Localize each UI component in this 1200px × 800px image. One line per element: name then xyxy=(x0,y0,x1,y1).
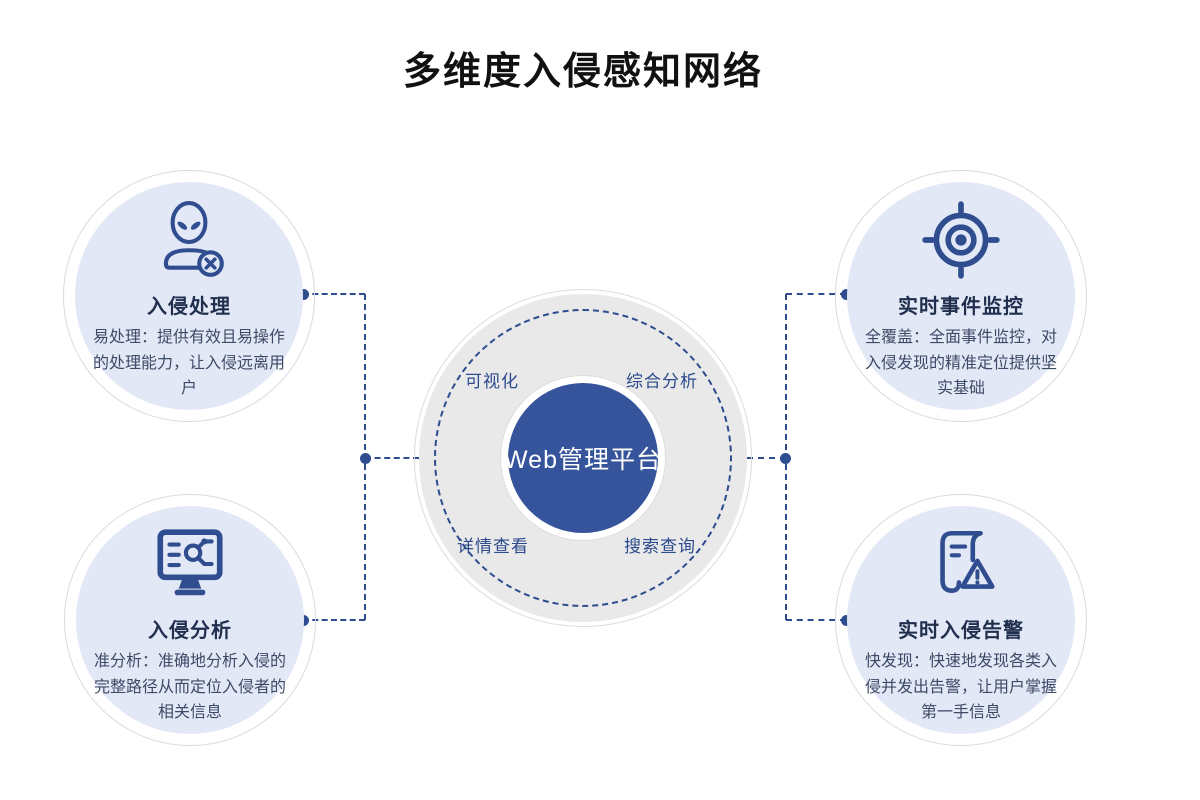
connector-right-top-line xyxy=(786,293,846,295)
alien-user-block-icon xyxy=(148,199,230,281)
connector-dot xyxy=(780,453,791,464)
node-realtime-event-monitoring: 实时事件监控 全覆盖：全面事件监控，对入侵发现的精准定位提供坚实基础 xyxy=(835,170,1087,422)
page-title: 多维度入侵感知网络 xyxy=(402,51,763,93)
node-bubble: 实时事件监控 全覆盖：全面事件监控，对入侵发现的精准定位提供坚实基础 xyxy=(847,182,1075,410)
node-bubble: 实时入侵告警 快发现：快速地发现各类入侵并发出告警，让用户掌握第一手信息 xyxy=(847,506,1075,734)
node-title: 入侵处理 xyxy=(147,296,231,318)
node-desc: 快发现：快速地发现各类入侵并发出告警，让用户掌握第一手信息 xyxy=(864,653,1057,722)
node-bubble: 入侵分析 准分析：准确地分析入侵的完整路径从而定位入侵者的相关信息 xyxy=(76,506,304,734)
connector-dot xyxy=(360,453,371,464)
feature-label-comprehensive-analysis: 综合分析 xyxy=(626,372,698,391)
node-intrusion-handling: 入侵处理 易处理：提供有效且易操作的处理能力，让入侵远离用户 xyxy=(63,170,315,422)
node-title: 实时入侵告警 xyxy=(898,620,1024,642)
web-platform-core: Web管理平台 xyxy=(501,376,665,540)
node-title: 实时事件监控 xyxy=(898,296,1024,318)
node-realtime-intrusion-alert: 实时入侵告警 快发现：快速地发现各类入侵并发出告警，让用户掌握第一手信息 xyxy=(835,494,1087,746)
node-bubble: 入侵处理 易处理：提供有效且易操作的处理能力，让入侵远离用户 xyxy=(75,182,303,410)
connector-left-bottom-line xyxy=(303,619,365,621)
feature-label-detail-view: 详情查看 xyxy=(457,537,529,556)
scroll-warning-icon xyxy=(920,523,1002,605)
feature-label-visualization: 可视化 xyxy=(465,372,519,391)
web-platform-label: Web管理平台 xyxy=(504,446,662,474)
monitor-path-icon xyxy=(149,523,231,605)
node-desc: 全覆盖：全面事件监控，对入侵发现的精准定位提供坚实基础 xyxy=(864,329,1057,398)
node-title: 入侵分析 xyxy=(148,620,232,642)
crosshair-target-icon xyxy=(920,199,1002,281)
node-desc: 易处理：提供有效且易操作的处理能力，让入侵远离用户 xyxy=(92,329,285,398)
connector-left-top-line xyxy=(303,293,365,295)
feature-label-search-query: 搜索查询 xyxy=(624,537,696,556)
connector-left-center-line xyxy=(365,457,419,459)
node-intrusion-analysis: 入侵分析 准分析：准确地分析入侵的完整路径从而定位入侵者的相关信息 xyxy=(64,494,316,746)
connector-right-center-line xyxy=(747,457,786,459)
center-dashed-ring xyxy=(434,309,732,607)
connector-right-bottom-line xyxy=(786,619,846,621)
node-desc: 准分析：准确地分析入侵的完整路径从而定位入侵者的相关信息 xyxy=(93,653,286,722)
